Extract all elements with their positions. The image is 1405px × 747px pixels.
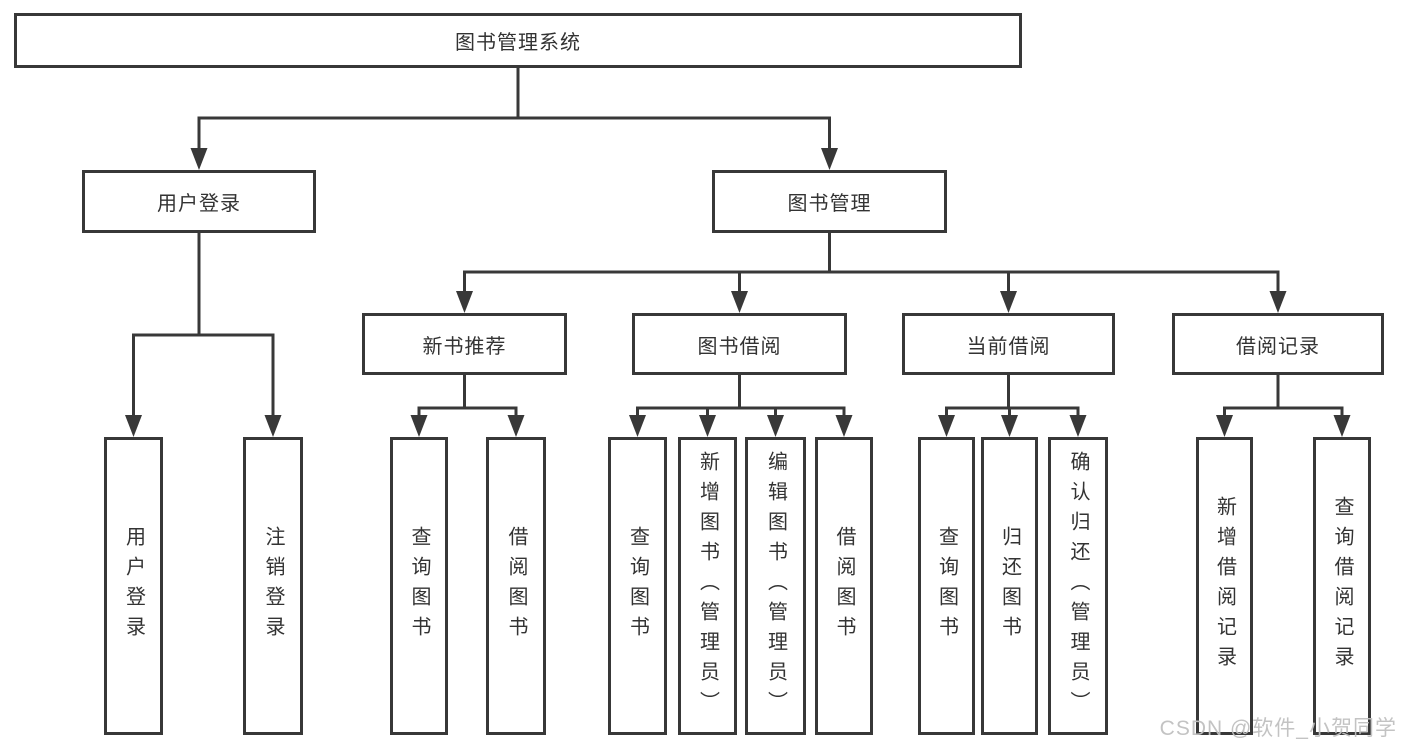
node-user-login: 用户登录 xyxy=(82,170,316,233)
leaf-user-login-label: 用户登录 xyxy=(122,526,145,646)
node-current-borrow-label: 当前借阅 xyxy=(966,335,1051,358)
leaf-query-books-current: 查询图书 xyxy=(918,437,975,735)
leaf-return-books-label: 归还图书 xyxy=(998,526,1021,646)
node-book-management-label: 图书管理 xyxy=(787,193,872,215)
node-borrow-records: 借阅记录 xyxy=(1172,313,1384,375)
leaf-edit-book-admin-label: 编辑图书（管理员） xyxy=(764,451,787,721)
leaf-add-book-admin-label: 新增图书（管理员） xyxy=(696,451,719,721)
node-root: 图书管理系统 xyxy=(14,13,1022,68)
leaf-add-borrow-record-label: 新增借阅记录 xyxy=(1213,496,1236,676)
leaf-query-borrow-record: 查询借阅记录 xyxy=(1313,437,1371,735)
leaf-add-book-admin: 新增图书（管理员） xyxy=(678,437,737,735)
leaf-logout-label: 注销登录 xyxy=(262,526,284,646)
node-book-borrow-label: 图书借阅 xyxy=(697,335,782,358)
leaf-add-borrow-record: 新增借阅记录 xyxy=(1196,437,1253,735)
node-user-login-label: 用户登录 xyxy=(157,193,241,215)
leaf-query-borrow-record-label: 查询借阅记录 xyxy=(1331,496,1353,676)
leaf-confirm-return-admin: 确认归还（管理员） xyxy=(1048,437,1108,735)
leaf-borrow-books-borrow-label: 借阅图书 xyxy=(833,526,855,646)
leaf-borrow-books-recommend-label: 借阅图书 xyxy=(505,526,527,646)
node-book-management: 图书管理 xyxy=(712,170,947,233)
leaf-edit-book-admin: 编辑图书（管理员） xyxy=(745,437,806,735)
leaf-query-books-recommend: 查询图书 xyxy=(390,437,448,735)
node-current-borrow: 当前借阅 xyxy=(902,313,1115,375)
leaf-return-books: 归还图书 xyxy=(981,437,1038,735)
node-borrow-records-label: 借阅记录 xyxy=(1236,335,1320,358)
leaf-borrow-books-recommend: 借阅图书 xyxy=(486,437,546,735)
leaf-logout: 注销登录 xyxy=(243,437,303,735)
leaf-confirm-return-admin-label: 确认归还（管理员） xyxy=(1067,451,1089,721)
node-new-book-recommend-label: 新书推荐 xyxy=(422,335,507,358)
leaf-query-books-recommend-label: 查询图书 xyxy=(408,526,430,646)
node-book-borrow: 图书借阅 xyxy=(632,313,847,375)
watermark: CSDN @软件_小贺同学 xyxy=(1159,717,1397,740)
node-new-book-recommend: 新书推荐 xyxy=(362,313,567,375)
leaf-borrow-books-borrow: 借阅图书 xyxy=(815,437,873,735)
leaf-query-books-borrow-label: 查询图书 xyxy=(626,526,649,646)
leaf-query-books-current-label: 查询图书 xyxy=(935,526,958,646)
node-root-label: 图书管理系统 xyxy=(455,32,581,54)
leaf-query-books-borrow: 查询图书 xyxy=(608,437,667,735)
leaf-user-login: 用户登录 xyxy=(104,437,163,735)
